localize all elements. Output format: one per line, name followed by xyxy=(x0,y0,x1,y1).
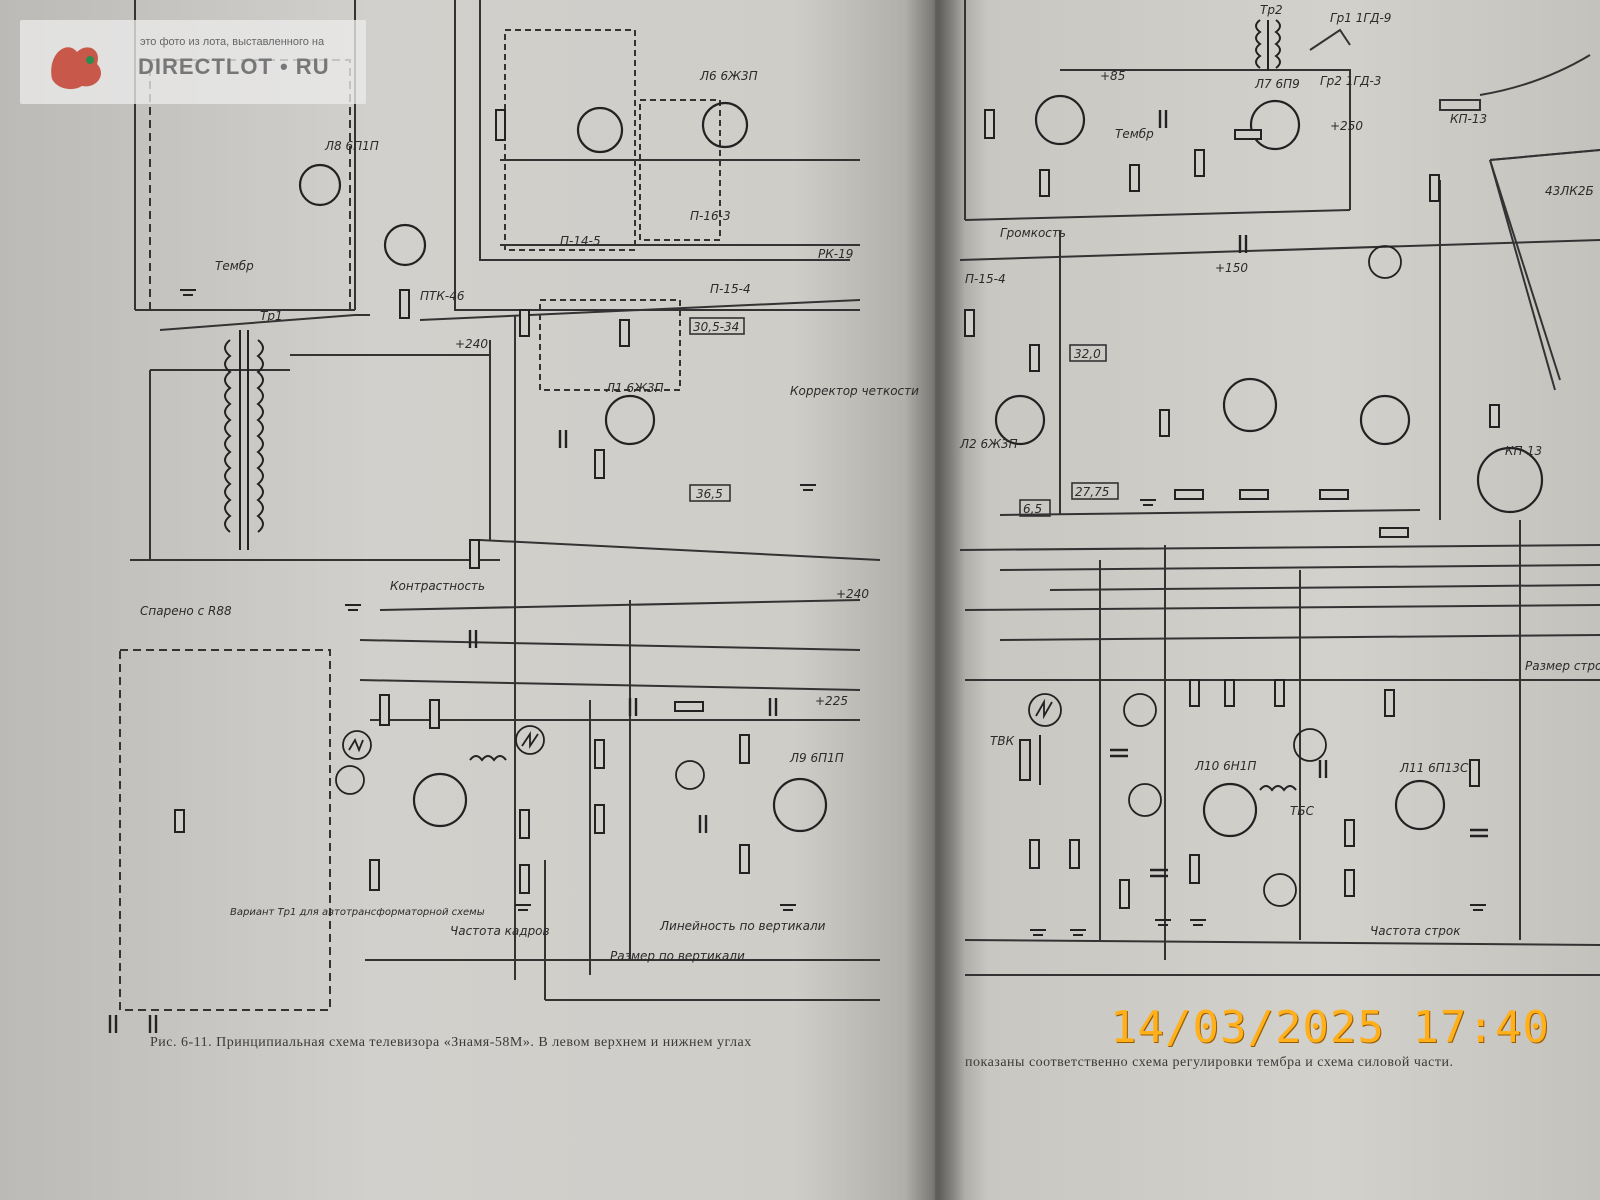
tube-l3-icon xyxy=(1034,94,1086,146)
tube-l8-tone-icon xyxy=(298,163,342,207)
waveform-symbols xyxy=(335,245,1402,907)
label-l9: Л9 6П1П xyxy=(789,751,844,765)
label-p145: П-14-5 xyxy=(560,234,601,248)
ptk-socket-icon xyxy=(383,223,427,267)
label-plus150: +150 xyxy=(1215,261,1248,275)
label-tvk: ТВК xyxy=(990,734,1015,748)
squirrel-logo-icon xyxy=(51,47,102,90)
tube-l10-icon xyxy=(412,772,468,828)
tube-l2-icon xyxy=(994,394,1046,446)
tube-l7-icon xyxy=(1249,99,1301,151)
waveform-icon xyxy=(1368,245,1402,279)
label-chastota-kadrov: Частота кадров xyxy=(450,924,550,938)
label-box-305: 30,5-34 xyxy=(693,320,739,334)
label-l6: Л6 6Ж3П xyxy=(699,69,758,83)
tube-l9-icon xyxy=(772,777,828,833)
label-box-365: 36,5 xyxy=(696,487,723,501)
label-box-65: 6,5 xyxy=(1023,502,1042,516)
label-gr2: Гр2 1ГД-3 xyxy=(1320,74,1381,88)
tube-l4-icon xyxy=(1222,377,1278,433)
label-gromkost: Громкость xyxy=(1000,226,1066,240)
tube-l10b-icon xyxy=(1202,782,1258,838)
label-l10: Л10 6Н1П xyxy=(1194,759,1256,773)
label-l1: Л1 6Ж3П xyxy=(605,381,664,395)
tube-l5-icon xyxy=(576,106,624,154)
kinescope-symbols xyxy=(1309,28,1600,391)
transformer-symbols xyxy=(224,19,1297,792)
kp13-socket-icon xyxy=(1476,446,1544,514)
tube-l11-icon xyxy=(1394,779,1446,831)
label-chastota-strok: Частота строк xyxy=(1370,924,1461,938)
label-box-320: 32,0 xyxy=(1074,347,1101,361)
label-timbre: Тембр xyxy=(1115,127,1154,141)
right-page xyxy=(935,0,1600,1200)
label-kp13a: КП-13 xyxy=(1450,112,1487,126)
waveform-icon xyxy=(1263,873,1297,907)
label-box-2775: 27,75 xyxy=(1075,485,1109,499)
figure-caption-left: Рис. 6-11. Принципиальная схема телевизо… xyxy=(150,1035,752,1050)
label-lineinost: Линейность по вертикали xyxy=(659,919,826,933)
label-pk19: РК-19 xyxy=(818,247,853,261)
label-plus225: +225 xyxy=(815,694,848,708)
label-tr2: Тр2 xyxy=(1260,3,1283,17)
tube-l6-icon xyxy=(701,101,749,149)
label-l8: Л8 6П1П xyxy=(324,139,379,153)
waveform-icon xyxy=(1293,728,1327,762)
watermark-tagline: это фото из лота, выставленного на xyxy=(140,36,325,48)
label-p154: П-15-4 xyxy=(710,282,751,296)
tube-l1-icon xyxy=(604,394,656,446)
label-l2: Л2 6Ж3П xyxy=(959,437,1018,451)
ground-symbols xyxy=(180,289,1486,936)
label-tbs: ТБС xyxy=(1290,804,1315,818)
label-korrektor: Корректор четкости xyxy=(790,384,919,398)
label-l11: Л11 6П13С xyxy=(1399,761,1469,775)
photo-timestamp: 14/03/2025 17:40 xyxy=(1110,1002,1550,1053)
component-labels: Тр1 ПТК-46 РК-19 Л1 6Ж3П Л2 6Ж3П Л6 6Ж3П… xyxy=(140,3,1600,963)
label-razmer-strok: Размер строк xyxy=(1525,659,1600,673)
label-razmer-vert: Размер по вертикали xyxy=(610,949,745,963)
tube-l5b-icon xyxy=(1359,394,1411,446)
label-l7: Л7 6П9 xyxy=(1254,77,1300,91)
label-kp13b: КП-13 xyxy=(1505,444,1542,458)
label-ptk: ПТК-46 xyxy=(420,289,465,303)
label-timbre-left: Тембр xyxy=(215,259,254,273)
waveform-icon xyxy=(1123,693,1157,727)
label-tp1: Тр1 xyxy=(260,309,283,323)
waveform-icon xyxy=(335,765,365,795)
label-plus240b: +240 xyxy=(836,587,869,601)
label-plus250: +250 xyxy=(1330,119,1363,133)
label-sparenno: Спарено с R88 xyxy=(140,604,232,618)
waveform-icon xyxy=(342,730,372,760)
capacitor-symbols xyxy=(108,110,1488,1033)
label-p154b: П-15-4 xyxy=(965,272,1006,286)
label-gr1: Гр1 1ГД-9 xyxy=(1330,11,1391,25)
label-variant: Вариант Тр1 для автотрансформаторной схе… xyxy=(230,907,485,918)
waveform-icon xyxy=(515,725,545,755)
waveform-icon xyxy=(1128,783,1162,817)
frequency-boxes xyxy=(689,317,1119,517)
figure-caption-right: показаны соответственно схема регулировк… xyxy=(965,1055,1454,1070)
label-p163: П-16-3 xyxy=(690,209,731,223)
waveform-icon xyxy=(675,760,705,790)
label-kine: 43ЛК2Б xyxy=(1545,184,1594,198)
label-kontrast: Контрастность xyxy=(390,579,485,593)
book-gutter xyxy=(905,0,965,1200)
watermark-banner: это фото из лота, выставленного на DIREC… xyxy=(20,20,366,104)
tube-symbols xyxy=(298,94,1544,838)
watermark-brand: DIRECTLOT • RU xyxy=(138,54,330,79)
label-plus85: +85 xyxy=(1100,69,1125,83)
resistor-symbols xyxy=(174,109,1500,909)
label-plus240: +240 xyxy=(455,337,488,351)
waveform-icon xyxy=(1028,693,1062,727)
